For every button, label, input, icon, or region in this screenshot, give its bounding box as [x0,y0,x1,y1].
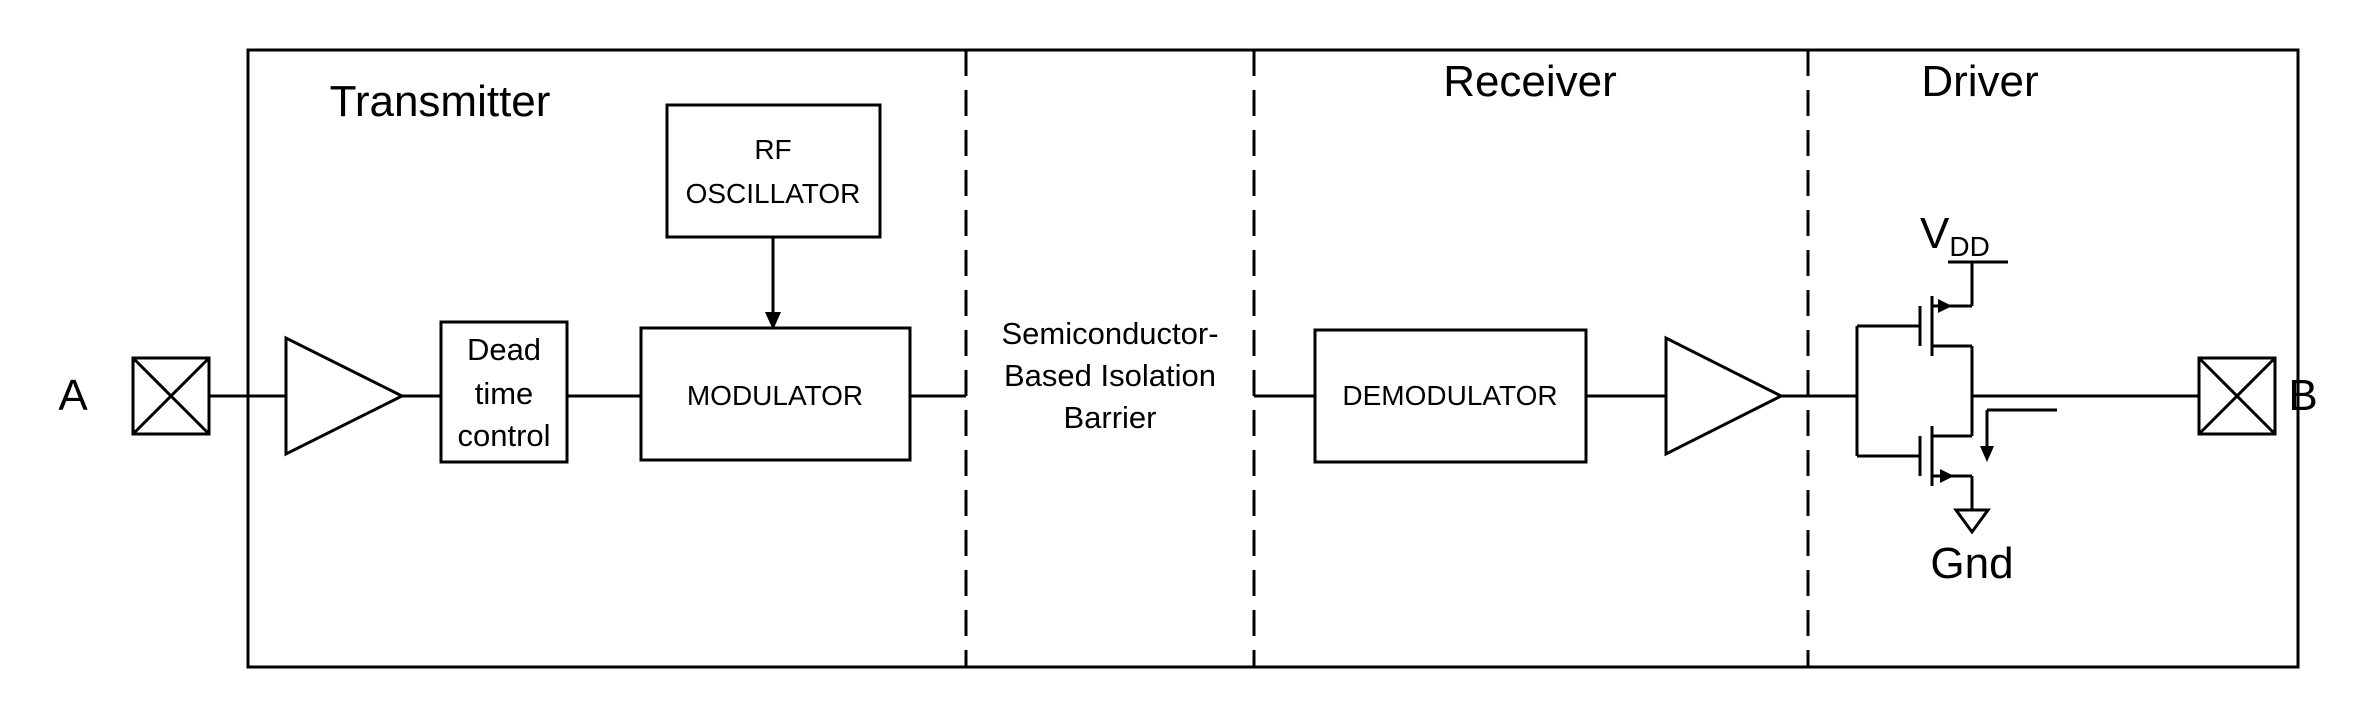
demodulator-block [1313,328,1588,464]
pmos-source-arrow-icon [1938,299,1952,313]
system-boundary [246,48,2300,669]
section-title-driver: Driver [1921,57,2038,106]
output-arrow-icon [1980,446,1994,462]
isolation-barrier-label-line2: Based Isolation [1004,358,1216,393]
rf-oscillator-block [665,103,882,239]
dead-time-label-line3: control [457,418,550,453]
supply-label: VDD [1920,209,1990,262]
dead-time-control-block [439,320,569,464]
terminal-label-b: B [2288,371,2317,420]
oscillator-arrow-icon [765,312,781,330]
demodulator-label: DEMODULATOR [1342,380,1557,411]
rf-oscillator-label-line2: OSCILLATOR [686,178,861,209]
modulator-label: MODULATOR [687,380,863,411]
terminal-label-a: A [58,371,88,420]
receiver-buffer-icon [1664,335,1785,457]
dead-time-label-line2: time [475,376,534,411]
supply-label-main: V [1920,209,1950,258]
modulator-block [639,326,912,462]
isolation-barrier-label-line1: Semiconductor- [1001,316,1218,351]
output-terminal-icon [2197,356,2277,436]
ground-label: Gnd [1930,539,2013,588]
input-terminal-icon [131,356,211,436]
isolation-barrier-label-line3: Barrier [1063,400,1156,435]
dead-time-label-line1: Dead [467,332,541,367]
section-title-transmitter: Transmitter [330,77,551,126]
section-title-receiver: Receiver [1443,57,1617,106]
nmos-source-arrow-icon [1940,469,1954,483]
half-bridge-driver-icon [1855,260,2057,535]
rf-oscillator-label-line1: RF [754,134,791,165]
supply-label-subscript: DD [1949,231,1989,262]
transmitter-buffer-icon [284,335,406,457]
